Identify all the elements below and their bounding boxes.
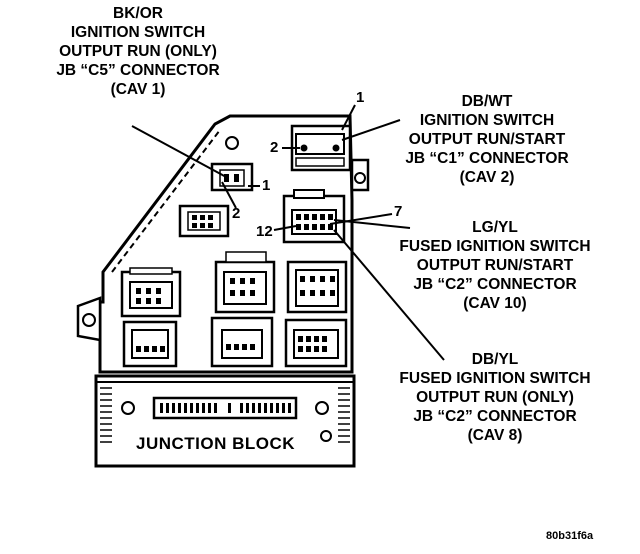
connector-mid-left (120, 267, 182, 318)
c2-pin12-label: 12 (256, 223, 273, 240)
callout-c2-cav8-connector: JB “C2” CONNECTOR (413, 408, 577, 425)
c1-pin1-label: 1 (356, 89, 365, 106)
base-slot-pins (160, 403, 291, 413)
callout-c2-cav10-line2: FUSED IGNITION SWITCH (399, 238, 591, 255)
c5-pin1-label: 1 (262, 177, 271, 194)
callout-c5-line3: OUTPUT RUN (ONLY) (59, 43, 217, 60)
callout-c1: DB/WT IGNITION SWITCH OUTPUT RUN/START J… (360, 92, 614, 187)
callout-c2-cav8-cavity: (CAV 8) (467, 427, 523, 444)
leader-c5 (131, 125, 229, 179)
leader-c2-pin7 (329, 213, 393, 225)
callout-c1-wire-color: DB/WT (461, 93, 513, 110)
connector-c2 (282, 189, 346, 244)
callout-c1-connector: JB “C1” CONNECTOR (405, 150, 569, 167)
callout-c1-cavity: (CAV 2) (459, 169, 515, 186)
leader-lines (131, 104, 445, 361)
callout-c1-line2: IGNITION SWITCH (419, 112, 555, 129)
base-hatching (100, 387, 350, 443)
leader-c2-cav10 (333, 219, 411, 229)
connector-mid-center (214, 251, 276, 314)
callout-c5-cavity: (CAV 1) (110, 81, 166, 98)
connector-low-right (284, 318, 348, 368)
callout-c2-cav8-line3: OUTPUT RUN (ONLY) (416, 389, 574, 406)
leader-c1-pin1 (341, 104, 356, 131)
leader-c2-pin12 (273, 225, 297, 231)
c5-pin2-label: 2 (232, 205, 241, 222)
connector-low-left (122, 320, 178, 368)
base-hole-right (315, 401, 329, 415)
leader-c2-cav8 (333, 229, 445, 361)
callout-c2-cav10-line3: OUTPUT RUN/START (416, 257, 574, 274)
connector-low-center (210, 316, 274, 368)
callout-c5-wire-color: BK/OR (113, 5, 163, 22)
junction-block-label: JUNCTION BLOCK (136, 434, 296, 453)
c1-pin2-label: 2 (270, 139, 279, 156)
c2-pin7-label: 7 (394, 203, 403, 220)
base-hole-lower (320, 430, 332, 442)
connector-c1 (290, 124, 352, 172)
junction-block-base (94, 374, 356, 468)
callout-c2-cav10-connector: JB “C2” CONNECTOR (413, 276, 577, 293)
callout-c2-cav10-wire-color: LG/YL (472, 219, 518, 236)
callout-c2-cav8-wire-color: DB/YL (471, 351, 519, 368)
callout-c5-connector: JB “C5” CONNECTOR (56, 62, 220, 79)
connector-mid-right (286, 260, 348, 314)
figure-id: 80b31f6a (546, 530, 594, 542)
callout-c2-cav10-cavity: (CAV 10) (463, 295, 527, 312)
callout-c2-cav10: LG/YL FUSED IGNITION SWITCH OUTPUT RUN/S… (364, 218, 626, 313)
c1-post (225, 136, 239, 150)
leader-c5-pin2 (221, 181, 237, 209)
base-hole-left (121, 401, 135, 415)
callout-c2-cav8: DB/YL FUSED IGNITION SWITCH OUTPUT RUN (… (364, 350, 626, 445)
callout-c5-line2: IGNITION SWITCH (70, 24, 206, 41)
connector-left-small (178, 204, 230, 238)
base-slot-connector (152, 396, 298, 420)
callout-c5: BK/OR IGNITION SWITCH OUTPUT RUN (ONLY) … (20, 4, 256, 99)
callout-c2-cav8-line2: FUSED IGNITION SWITCH (399, 370, 591, 387)
callout-c1-line3: OUTPUT RUN/START (408, 131, 566, 148)
connector-c5 (210, 162, 254, 192)
leader-c1 (341, 119, 401, 141)
